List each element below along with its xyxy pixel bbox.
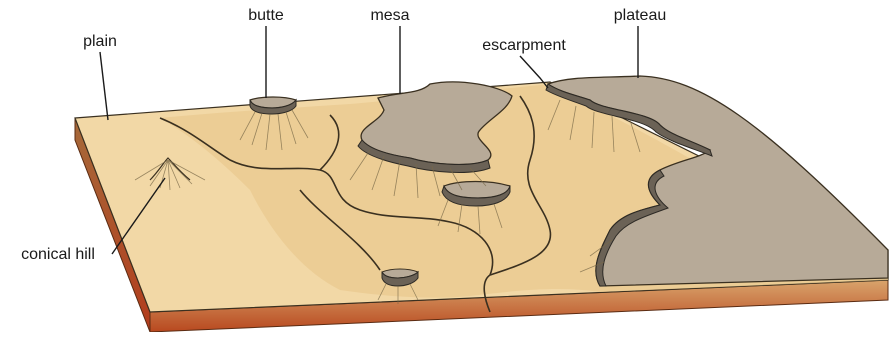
conical-hill-label: conical hill — [21, 246, 95, 263]
escarpment-label: escarpment — [482, 37, 566, 54]
plain-leader — [100, 52, 108, 120]
plain-label: plain — [83, 33, 117, 50]
mesa-label: mesa — [370, 7, 409, 24]
plateau-label: plateau — [614, 7, 667, 24]
butte-label: butte — [248, 7, 284, 24]
